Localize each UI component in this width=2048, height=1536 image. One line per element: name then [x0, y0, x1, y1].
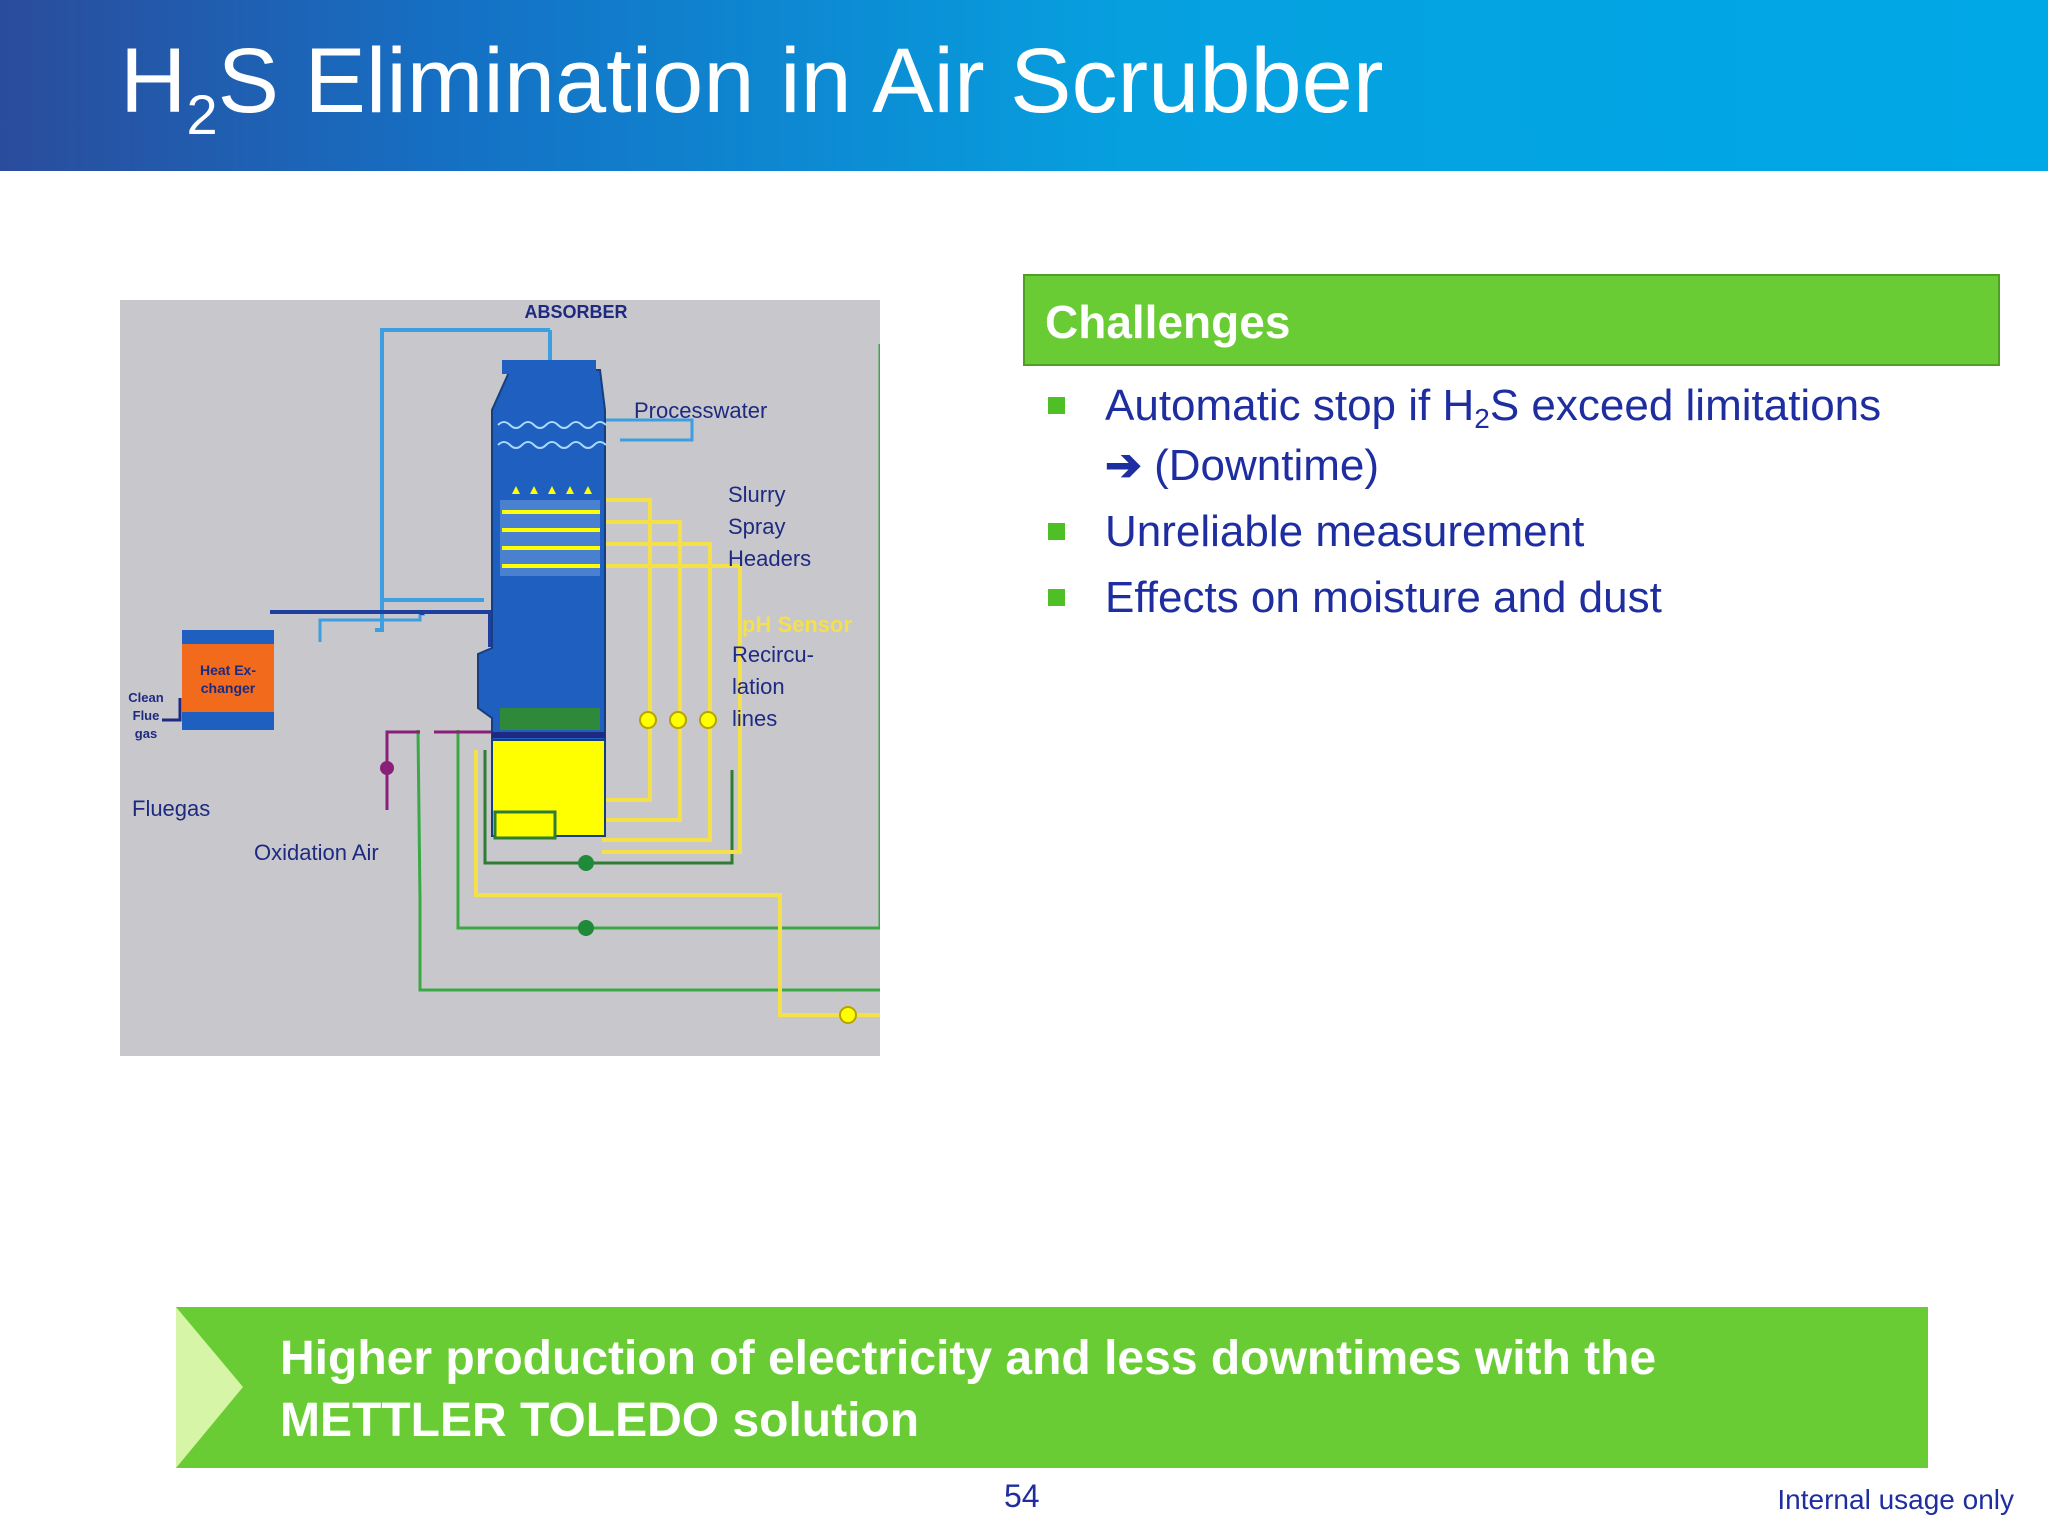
agitator-box	[493, 810, 557, 840]
slurry-label: Slurry	[728, 482, 785, 507]
clean-flue-gas-label-2: Flue	[133, 708, 160, 723]
banner-arrow-icon	[176, 1307, 243, 1468]
challenge-item-3: Effects on moisture and dust	[1045, 568, 2025, 628]
challenge-item-1: Automatic stop if H2S exceed limitations…	[1045, 376, 2025, 496]
conclusion-line-2: METTLER TOLEDO solution	[280, 1394, 920, 1447]
bullet-square-icon	[1048, 589, 1065, 606]
fluegas-label: Fluegas	[132, 796, 210, 821]
clean-flue-gas-label-3: gas	[135, 726, 157, 741]
conclusion-text: Higher production of electricity and les…	[280, 1328, 1880, 1452]
recirc-pump-1	[639, 711, 657, 729]
page-number: 54	[1004, 1478, 1040, 1514]
recirc-pump-2	[669, 711, 687, 729]
absorber-top	[502, 360, 596, 374]
recirculation-label-3: lines	[732, 706, 777, 731]
blue-pipe-top	[380, 328, 550, 610]
processwater-label: Processwater	[634, 398, 767, 423]
mist-eliminator-1	[497, 421, 607, 429]
heat-exchanger-core	[182, 644, 274, 712]
right-arrow-icon: ➔	[1105, 441, 1142, 490]
oxidation-air-pipe	[385, 730, 420, 810]
oxidation-air-label: Oxidation Air	[254, 840, 379, 865]
oxidation-zone	[500, 708, 600, 730]
footer-note: Internal usage only	[1777, 1484, 2014, 1515]
challenges-title: Challenges	[1045, 296, 1291, 348]
challenges-list: Automatic stop if H2S exceed limitations…	[1045, 376, 2025, 634]
ph-sensor-label: pH Sensor	[742, 612, 852, 637]
pump-2	[578, 920, 594, 936]
slide-title: H2S Elimination in Air Scrubber	[120, 30, 1384, 146]
green-pipe-inner	[456, 730, 880, 930]
recirculation-label-2: lation	[732, 674, 785, 699]
clean-flue-gas-label-1: Clean	[128, 690, 163, 705]
bullet-square-icon	[1048, 397, 1065, 414]
heat-exchanger-label-1: Heat Ex-	[200, 662, 256, 678]
recirc-pump-3	[699, 711, 717, 729]
title-bar: H2S Elimination in Air Scrubber	[0, 0, 2048, 171]
oxidation-air-valve	[380, 761, 394, 775]
challenge-item-2: Unreliable measurement	[1045, 502, 2025, 562]
absorber-label: ABSORBER	[524, 302, 627, 322]
yellow-1	[602, 498, 652, 802]
spray-label: Spray	[728, 514, 785, 539]
fluegas-inlet	[162, 698, 182, 722]
challenges-header: Challenges	[1023, 274, 2000, 366]
yellow-3	[602, 542, 712, 842]
outlet-pump	[839, 1006, 857, 1024]
processwater-pipe	[560, 418, 694, 442]
headers-label: Headers	[728, 546, 811, 571]
yellow-main	[474, 750, 880, 1017]
conclusion-banner	[176, 1307, 1928, 1468]
green-loop	[483, 750, 734, 865]
tank-divider	[492, 732, 605, 738]
blue-pipe-exit	[375, 598, 484, 632]
conclusion-line-1: Higher production of electricity and les…	[280, 1332, 1657, 1385]
downtime-note: ➔ (Downtime)	[1105, 441, 1380, 490]
scrubber-diagram: Heat Ex- changer ABSORBER Processwater S…	[120, 300, 882, 1056]
yellow-4	[602, 564, 742, 854]
mist-eliminator-2	[497, 441, 607, 449]
spray-headers	[502, 486, 600, 568]
bullet-square-icon	[1048, 523, 1065, 540]
pump-1	[578, 855, 594, 871]
flue-to-tower-2	[270, 610, 492, 647]
heat-exchanger-label-2: changer	[201, 680, 256, 696]
green-pipe-outer	[416, 729, 880, 992]
yellow-2	[602, 520, 682, 822]
recirculation-label-1: Recircu-	[732, 642, 814, 667]
